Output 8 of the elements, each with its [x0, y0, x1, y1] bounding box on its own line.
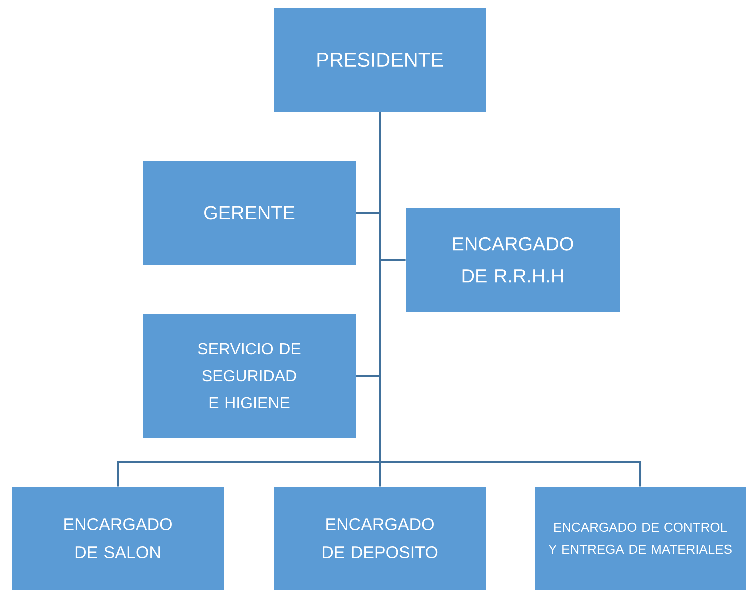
org-box: ENCARGADO DE DEPOSITO [274, 487, 486, 590]
org-box: ENCARGADO DE R.R.H.H [406, 208, 620, 312]
org-box: GERENTE [143, 161, 356, 265]
connector-line [379, 112, 642, 487]
org-box: ENCARGADO DE SALON [12, 487, 224, 590]
org-box: SERVICIO DE SEGURIDAD E HIGIENE [143, 314, 356, 438]
org-box: PRESIDENTE [274, 8, 486, 112]
org-box: ENCARGADO DE CONTROL Y ENTREGA DE MATERIALES [535, 487, 746, 590]
